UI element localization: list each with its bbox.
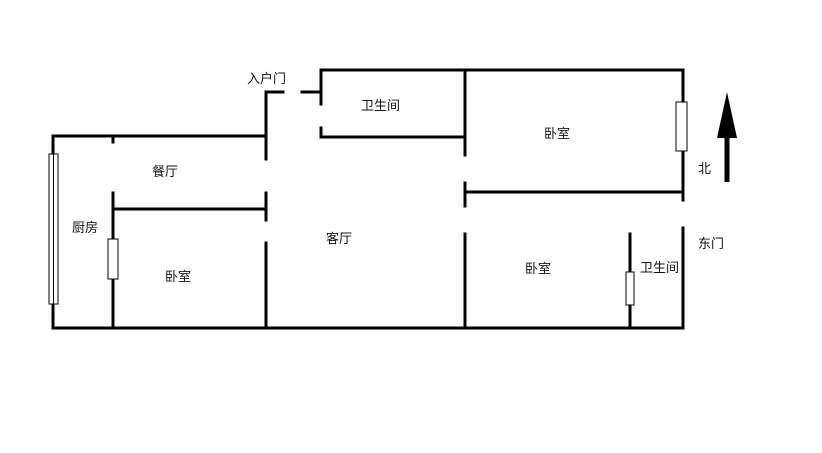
label-bedroom-southeast: 卧室	[525, 261, 551, 277]
window-bedroom-west	[107, 238, 119, 280]
label-entrance-door: 入户门	[247, 71, 286, 87]
label-bedroom-west: 卧室	[165, 269, 191, 285]
label-east-door: 东门	[698, 237, 724, 252]
label-dining-room: 餐厅	[152, 164, 178, 180]
window-bathroom-east	[625, 271, 635, 306]
windows	[48, 101, 688, 306]
walls	[51, 68, 685, 330]
label-living-room: 客厅	[326, 231, 352, 247]
label-bathroom-east: 卫生间	[640, 261, 679, 276]
label-bedroom-northeast: 卧室	[544, 126, 570, 142]
label-north: 北	[698, 162, 711, 177]
label-bathroom-top: 卫生间	[361, 99, 400, 114]
label-kitchen: 厨房	[72, 220, 98, 236]
labels: 入户门 卫生间 卧室 餐厅 厨房 客厅 卧室 卧室 卫生间 北 东门	[72, 71, 724, 285]
window-bedroom-northeast	[675, 101, 688, 152]
north-arrow-icon	[717, 92, 737, 182]
